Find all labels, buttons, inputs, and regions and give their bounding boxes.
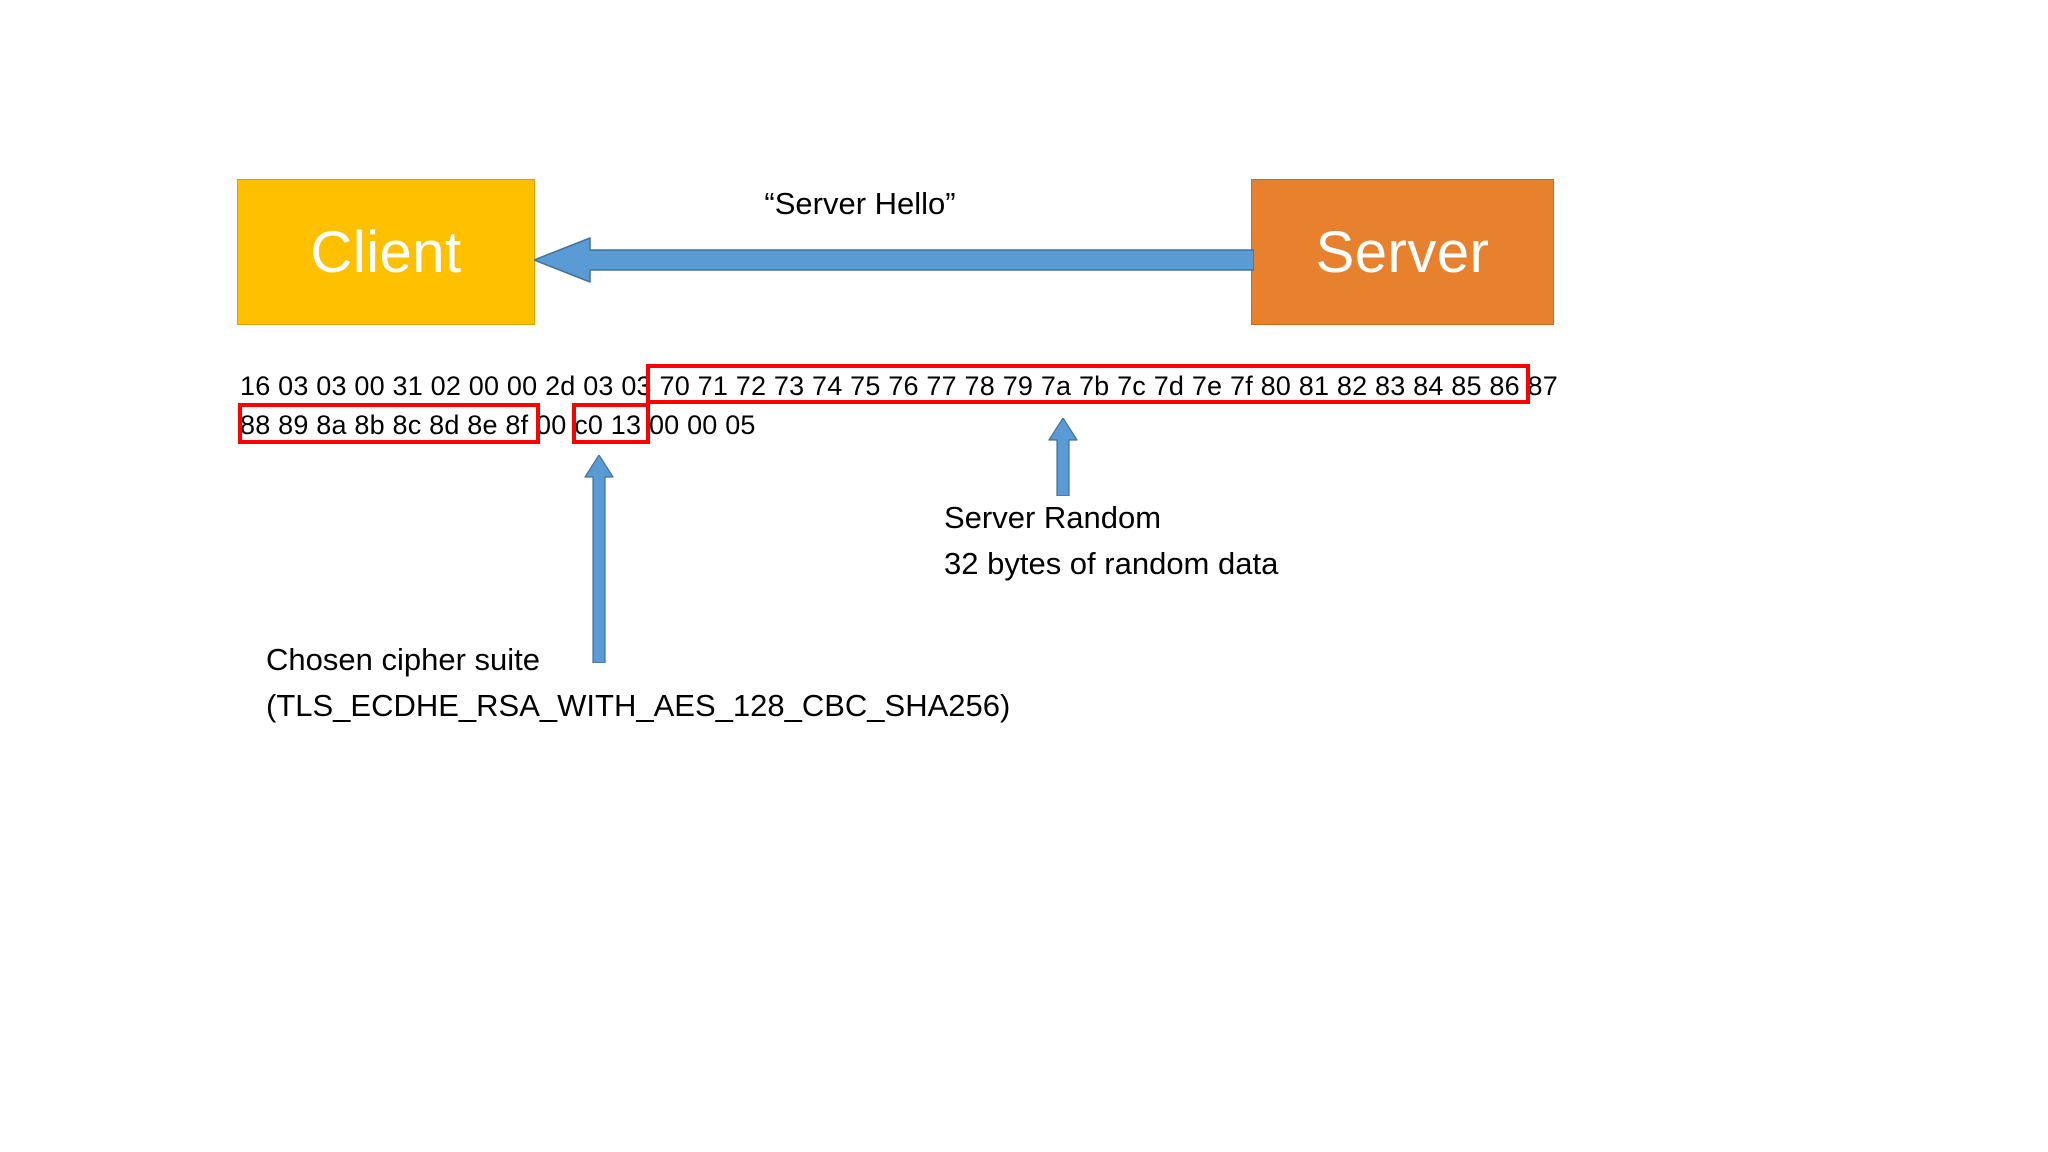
hex-cipher-suite: c0 13 — [574, 410, 642, 440]
cipher-suite-annotation: Chosen cipher suite (TLS_ECDHE_RSA_WITH_… — [266, 637, 1010, 729]
client-node-label: Client — [310, 219, 462, 285]
hex-dump-line-1: 16 03 03 00 31 02 00 00 2d 03 03 70 71 7… — [240, 367, 1558, 406]
cipher-suite-callout-arrow — [584, 455, 614, 663]
message-label: “Server Hello” — [764, 186, 956, 221]
hex-session-id-len: 00 — [536, 410, 567, 440]
server-random-annotation: Server Random 32 bytes of random data — [944, 495, 1278, 587]
hex-dump-line-2: 88 89 8a 8b 8c 8d 8e 8f 00 c0 13 00 00 0… — [240, 406, 1558, 445]
cipher-suite-annotation-line-1: Chosen cipher suite — [266, 642, 540, 677]
cipher-suite-annotation-line-2: (TLS_ECDHE_RSA_WITH_AES_128_CBC_SHA256) — [266, 688, 1011, 723]
server-hello-arrow — [534, 237, 1254, 283]
server-node-label: Server — [1315, 219, 1490, 285]
server-node-box: Server — [1251, 179, 1554, 325]
hex-server-random-part2: 88 89 8a 8b 8c 8d 8e 8f — [240, 410, 529, 440]
hex-suffix: 00 00 05 — [648, 410, 756, 440]
hex-server-random-part1: 70 71 72 73 74 75 76 77 78 79 7a 7b 7c 7… — [659, 371, 1558, 401]
server-random-annotation-line-1: Server Random — [944, 500, 1162, 535]
hex-prefix: 16 03 03 00 31 02 00 00 2d 03 03 — [240, 371, 652, 401]
server-random-callout-arrow — [1048, 418, 1078, 496]
client-node-box: Client — [237, 179, 535, 325]
server-random-annotation-line-2: 32 bytes of random data — [944, 546, 1279, 581]
hex-dump: 16 03 03 00 31 02 00 00 2d 03 03 70 71 7… — [240, 367, 1558, 445]
